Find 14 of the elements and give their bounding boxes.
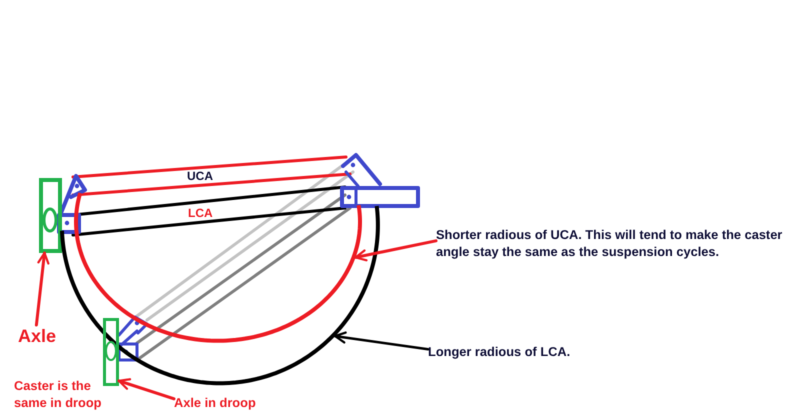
arm-label: UCA	[187, 170, 213, 183]
leader-arrow	[118, 378, 176, 400]
annotation-text: Caster is the same in droop	[14, 377, 102, 411]
axle-symbol	[39, 178, 62, 253]
leader-arrow	[334, 331, 430, 351]
part-label: Axle	[18, 325, 56, 347]
annotation-text: Longer radious of LCA.	[428, 344, 570, 360]
part-label: Axle in droop	[174, 394, 256, 411]
leader-arrow	[354, 239, 438, 262]
axle-symbol	[103, 318, 119, 386]
leader-arrow	[34, 252, 50, 326]
annotation-text: Shorter radious of UCA. This will tend to make the caster angle stay the same as the suspension cycles.	[436, 226, 796, 260]
arm-label: LCA	[188, 207, 213, 220]
radius-arc	[74, 191, 362, 343]
